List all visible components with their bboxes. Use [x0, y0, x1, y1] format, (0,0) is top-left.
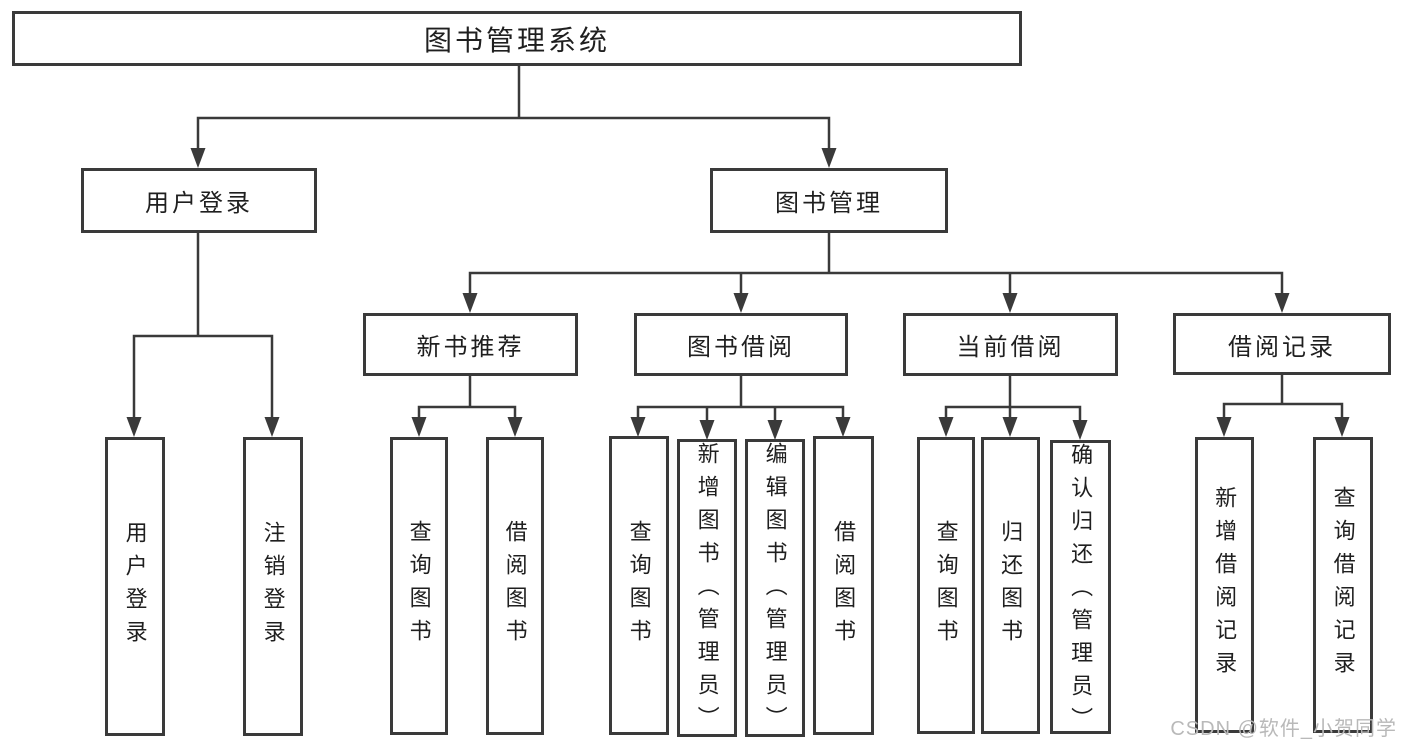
connector-lines	[132, 64, 1344, 428]
arrowhead-icon	[835, 417, 851, 437]
leaf-newbook-borrow-books: 借阅图书	[486, 437, 544, 735]
arrowhead-icon	[699, 420, 715, 440]
leaf-borrow-query-books: 查询图书	[609, 436, 669, 735]
connector-borrow-record	[1222, 373, 1344, 425]
leaf-logout: 注销登录	[243, 437, 303, 736]
connector-user-login	[132, 231, 274, 425]
node-book-borrow: 图书借阅	[634, 313, 848, 376]
arrowhead-icon	[1274, 293, 1290, 313]
arrowhead-icon	[1002, 417, 1018, 437]
leaf-label: 新增图书（管理员）	[694, 442, 720, 739]
leaf-newbook-query-books: 查询图书	[390, 437, 448, 735]
connector-book-management	[468, 230, 1284, 301]
arrowhead-icon	[507, 417, 523, 437]
leaf-current-return-books: 归还图书	[981, 437, 1040, 734]
leaf-record-query-record: 查询借阅记录	[1313, 437, 1373, 733]
node-book-management: 图书管理	[710, 168, 948, 233]
leaf-label: 归还图书	[998, 519, 1024, 652]
connector-root	[196, 64, 831, 155]
node-borrow-record: 借阅记录	[1173, 313, 1391, 375]
node-label: 用户登录	[145, 190, 253, 217]
connector-new-book	[417, 374, 517, 425]
connector-book-borrow	[636, 374, 845, 428]
leaf-borrow-edit-books-admin: 编辑图书（管理员）	[745, 439, 805, 739]
leaf-label: 借阅图书	[831, 519, 857, 652]
leaf-label: 编辑图书（管理员）	[762, 442, 788, 739]
leaf-label: 新增借阅记录	[1212, 486, 1238, 684]
leaf-label: 查询图书	[933, 519, 959, 652]
leaf-record-add-record: 新增借阅记录	[1195, 437, 1254, 733]
arrowhead-icon	[1334, 417, 1350, 437]
arrowheads	[126, 148, 1350, 440]
leaf-current-query-books: 查询图书	[917, 437, 975, 734]
arrowhead-icon	[190, 148, 206, 168]
node-current-borrow: 当前借阅	[903, 313, 1118, 376]
arrowhead-icon	[1216, 417, 1232, 437]
node-user-login: 用户登录	[81, 168, 317, 233]
arrowhead-icon	[821, 148, 837, 168]
leaf-label: 确认归还（管理员）	[1068, 443, 1094, 740]
arrowhead-icon	[1002, 293, 1018, 313]
leaf-user-login: 用户登录	[105, 437, 165, 736]
node-label: 当前借阅	[956, 334, 1065, 361]
arrowhead-icon	[938, 417, 954, 437]
leaf-label: 借阅图书	[502, 520, 528, 652]
node-label: 借阅记录	[1228, 333, 1336, 361]
arrowhead-icon	[264, 417, 280, 437]
leaf-label: 用户登录	[122, 520, 148, 653]
leaf-label: 查询借阅记录	[1330, 486, 1356, 684]
node-root-system: 图书管理系统	[12, 11, 1022, 66]
watermark: CSDN @软件_小贺同学	[1170, 718, 1397, 740]
connector-current-borrow	[944, 374, 1082, 428]
node-label: 新书推荐	[416, 334, 525, 361]
arrowhead-icon	[1072, 420, 1088, 440]
arrowhead-icon	[462, 293, 478, 313]
leaf-borrow-add-books-admin: 新增图书（管理员）	[677, 439, 737, 739]
leaf-label: 查询图书	[406, 520, 432, 652]
node-label: 图书管理	[775, 190, 883, 217]
arrowhead-icon	[411, 417, 427, 437]
arrowhead-icon	[126, 417, 142, 437]
node-new-book-recommend: 新书推荐	[363, 313, 578, 376]
leaf-label: 注销登录	[260, 520, 286, 653]
leaf-current-confirm-return-admin: 确认归还（管理员）	[1050, 440, 1111, 740]
node-label: 图书借阅	[687, 334, 795, 361]
node-label: 图书管理系统	[423, 24, 610, 56]
leaf-borrow-borrow-books: 借阅图书	[813, 436, 874, 735]
leaf-label: 查询图书	[626, 519, 652, 652]
arrowhead-icon	[767, 420, 783, 440]
arrowhead-icon	[733, 293, 749, 313]
arrowhead-icon	[630, 417, 646, 437]
